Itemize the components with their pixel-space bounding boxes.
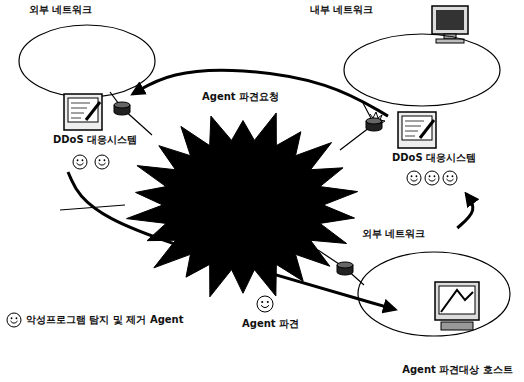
network-cloud: 내부 네트워크	[302, 4, 512, 108]
router-symbol	[114, 102, 130, 115]
router-symbol	[366, 112, 385, 131]
computer-icon	[432, 6, 468, 43]
node-label: Agent 파견대상 호스트	[395, 364, 520, 376]
agent-smiley	[425, 171, 439, 185]
arrow-label: Agent 파견	[240, 318, 301, 330]
ddos-defense-system: DDoS 대응시스템	[50, 94, 140, 172]
agent-smiley	[443, 171, 457, 185]
ddos-defense-system: DDoS 대응시스템	[388, 112, 480, 194]
legend-entry: 악성프로그램 탐지 및 제거 Agent	[6, 312, 184, 328]
network-label: 외부 네트워크	[362, 228, 425, 240]
agent-arrow	[457, 194, 473, 228]
ellipse-outline	[302, 4, 512, 108]
arrow-label: Agent 파견요청	[200, 91, 281, 103]
agent-arrow	[68, 172, 395, 309]
target-host: Agent 파견대상 호스트	[395, 280, 520, 378]
agent-arrow	[133, 70, 388, 116]
agent-smiley	[95, 155, 109, 169]
agent-smiley	[257, 296, 273, 312]
agent-smiley	[257, 296, 273, 312]
network-cloud: 외부 네트워크Agent 파견대상 호스트	[352, 228, 514, 344]
router-symbol	[337, 262, 353, 275]
agent-smiley	[7, 313, 21, 327]
network-label: 내부 네트워크	[310, 4, 373, 16]
ddos-outline	[50, 94, 140, 172]
legend-sample	[6, 312, 22, 328]
legend-text: 악성프로그램 탐지 및 제거 Agent	[26, 313, 184, 327]
network-label: 외부 네트워크	[29, 4, 92, 16]
node-label: DDoS 대응시스템	[50, 134, 140, 146]
ellipse-outline	[352, 228, 514, 344]
agent-smiley	[73, 155, 87, 169]
node-label: DDoS 대응시스템	[388, 152, 480, 164]
attack-burst	[127, 113, 358, 297]
agent-smiley	[407, 171, 421, 185]
host-outline	[395, 280, 520, 378]
ellipse-outline	[15, 4, 160, 100]
attack-burst	[127, 113, 358, 297]
network-cloud: 외부 네트워크	[15, 4, 160, 100]
